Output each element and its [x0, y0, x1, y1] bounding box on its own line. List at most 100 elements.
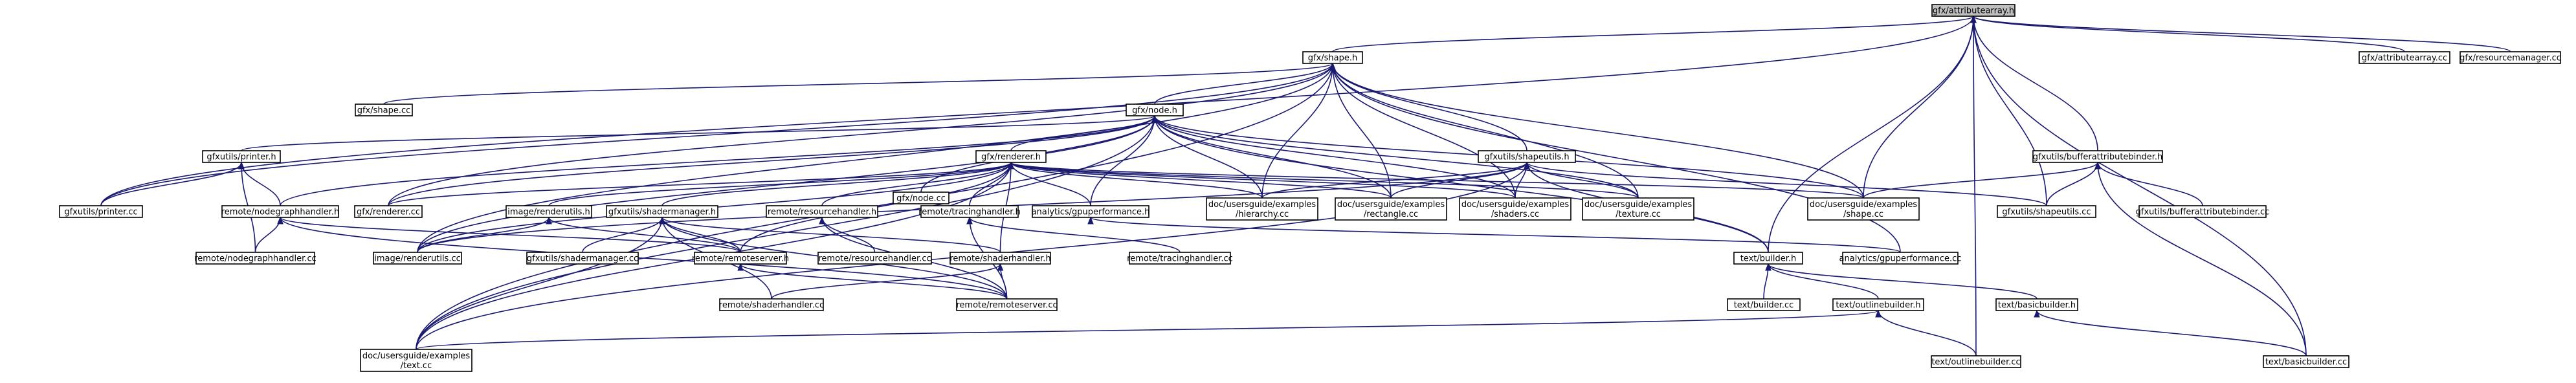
dependency-edge — [388, 63, 1333, 206]
graph-node-shapeutils-h[interactable]: gfxutils/shapeutils.h — [1478, 150, 1576, 163]
node-box — [221, 205, 339, 218]
node-label: gfx/renderer.cc — [357, 208, 420, 217]
node-box — [1129, 252, 1231, 265]
graph-node-tracinghandler-h[interactable]: remote/tracinghandler.h — [918, 205, 1021, 218]
graph-node-renderer-h[interactable]: gfx/renderer.h — [975, 150, 1047, 163]
dependency-edge — [417, 63, 1333, 253]
graph-node-basicbuilder-h[interactable]: text/basicbuilder.h — [1995, 298, 2078, 311]
dependency-edge — [254, 217, 281, 253]
node-box — [1478, 150, 1576, 163]
graph-node-shadermanager-h[interactable]: gfxutils/shadermanager.h — [606, 205, 718, 218]
graph-node-node-h[interactable]: gfx/node.h — [1126, 104, 1184, 116]
node-label: text/basicbuilder.cc — [2265, 358, 2347, 367]
node-box — [1832, 298, 1924, 311]
graph-node-shaderhandler-h[interactable]: remote/shaderhandler.h — [949, 252, 1051, 265]
node-label: gfxutils/bufferattributebinder.cc — [2136, 208, 2270, 217]
graph-node-renderer-cc[interactable]: gfx/renderer.cc — [354, 205, 423, 218]
dependency-edge — [1332, 63, 1639, 199]
node-box — [59, 205, 143, 218]
graph-node-bufferattrbinder-h[interactable]: gfxutils/bufferattributebinder.h — [2032, 150, 2163, 163]
node-box — [2359, 51, 2450, 64]
node-box — [920, 205, 1019, 218]
graph-node-shape-cc[interactable]: gfx/shape.cc — [355, 104, 413, 116]
node-box — [1807, 197, 1920, 221]
graph-node-outlinebuilder-cc[interactable]: text/outlinebuilder.cc — [1931, 355, 2021, 368]
graph-node-nodegraphhandler-h[interactable]: remote/nodegraphhandler.h — [221, 205, 339, 218]
graph-node-remoteserver-h[interactable]: remote/remoteserver.h — [692, 252, 789, 265]
dependency-edge — [661, 217, 741, 253]
graph-node-outlinebuilder-h[interactable]: text/outlinebuilder.h — [1832, 298, 1924, 311]
graph-node-shape-h[interactable]: gfx/shape.h — [1302, 51, 1363, 64]
edge-arrowhead — [1008, 161, 1014, 170]
node-box — [360, 349, 472, 372]
graph-node-gpuperformance-h[interactable]: analytics/gpuperformance.h — [1032, 205, 1150, 218]
dependency-edge — [582, 217, 663, 253]
graph-node-gpuperformance-cc[interactable]: analytics/gpuperformance.cc — [1839, 252, 1962, 265]
dependency-edge — [1526, 162, 1639, 199]
graph-node-resourcehandler-cc[interactable]: remote/resourcehandler.cc — [817, 252, 932, 265]
graph-node-remoteserver-cc[interactable]: remote/remoteserver.cc — [956, 298, 1058, 311]
graph-node-resourcehandler-h[interactable]: remote/resourcehandler.h — [766, 205, 878, 218]
node-box — [817, 252, 932, 265]
dependency-edge — [1090, 217, 1901, 253]
node-box — [373, 252, 462, 265]
edge-arrowhead — [1765, 263, 1771, 271]
node-label: remote/resourcehandler.h — [768, 208, 876, 217]
node-label: image/renderutils.h — [507, 208, 590, 217]
graph-node-hierarchy-cc[interactable]: doc/usersguide/examples/hierarchy.cc — [1206, 197, 1318, 221]
node-label: gfx/node.h — [1132, 106, 1177, 116]
graph-node-builder-h[interactable]: text/builder.h — [1733, 252, 1803, 265]
dependency-edge — [1973, 16, 2405, 52]
dependency-edge — [1010, 162, 1392, 199]
dependency-edge — [1010, 162, 1639, 199]
node-label: text/builder.cc — [1734, 301, 1794, 311]
dependency-edge — [2046, 162, 2098, 206]
graph-node-attributearray-h[interactable]: gfx/attributearray.h — [1931, 4, 2015, 17]
edge-arrowhead — [997, 263, 1004, 271]
graph-node-node-cc[interactable]: gfx/node.cc — [893, 192, 949, 204]
node-box — [1995, 298, 2078, 311]
graph-node-shapeutils-cc[interactable]: gfxutils/shapeutils.cc — [1997, 205, 2096, 218]
graph-node-rectangle-cc[interactable]: doc/usersguide/examples/rectangle.cc — [1335, 197, 1447, 221]
graph-node-shadermanager-cc[interactable]: gfxutils/shadermanager.cc — [526, 252, 639, 265]
dependency-edge — [1261, 63, 1333, 199]
graph-node-shaderhandler-cc[interactable]: remote/shaderhandler.cc — [719, 298, 824, 311]
node-label: doc/usersguide/examples — [362, 351, 471, 361]
graph-node-bufferattrbinder-cc[interactable]: gfxutils/bufferattributebinder.cc — [2136, 205, 2270, 218]
node-box — [949, 252, 1051, 265]
dependency-edge — [1332, 16, 1974, 52]
node-box — [1582, 197, 1694, 221]
node-box — [1733, 252, 1803, 265]
dependency-edge — [1878, 310, 1977, 356]
graph-node-renderutils-cc[interactable]: image/renderutils.cc — [373, 252, 462, 265]
graph-node-shaders-cc[interactable]: doc/usersguide/examples/shaders.cc — [1459, 197, 1571, 221]
edge-arrowhead — [1970, 15, 1977, 23]
node-label: /text.cc — [401, 361, 432, 371]
node-box — [2263, 355, 2349, 368]
graph-node-texture-cc[interactable]: doc/usersguide/examples/texture.cc — [1582, 197, 1694, 221]
graph-node-renderutils-h[interactable]: image/renderutils.h — [505, 205, 592, 218]
graph-node-tracinghandler-cc[interactable]: remote/tracinghandler.cc — [1127, 252, 1233, 265]
dependency-edge — [416, 217, 663, 350]
graph-node-basicbuilder-cc[interactable]: text/basicbuilder.cc — [2263, 355, 2349, 368]
node-box — [2032, 150, 2163, 163]
node-box — [719, 298, 824, 311]
node-label: /hierarchy.cc — [1236, 210, 1289, 219]
edge-layer — [100, 15, 2511, 356]
graph-node-printer-cc[interactable]: gfxutils/printer.cc — [59, 205, 143, 218]
node-label: remote/remoteserver.cc — [956, 301, 1057, 311]
graph-node-ug-text-cc[interactable]: doc/usersguide/examples/text.cc — [360, 349, 472, 372]
dependency-edge — [1768, 16, 1974, 253]
graph-node-printer-h[interactable]: gfxutils/printer.h — [202, 150, 281, 163]
graph-node-resourcemanager-cc[interactable]: gfx/resourcemanager.cc — [2459, 51, 2561, 64]
dependency-edge — [1010, 162, 1864, 199]
dependency-edge — [548, 162, 1012, 206]
node-label: doc/usersguide/examples — [1584, 200, 1693, 210]
node-label: gfxutils/printer.h — [206, 153, 276, 162]
graph-node-attributearray-cc[interactable]: gfx/attributearray.cc — [2359, 51, 2450, 64]
node-box — [766, 205, 878, 218]
graph-node-builder-cc[interactable]: text/builder.cc — [1727, 298, 1801, 311]
graph-node-ug-shape-cc[interactable]: doc/usersguide/examples/shape.cc — [1807, 197, 1920, 221]
edge-arrowhead — [819, 216, 825, 224]
graph-node-nodegraphhandler-cc[interactable]: remote/nodegraphhandler.cc — [194, 252, 316, 265]
